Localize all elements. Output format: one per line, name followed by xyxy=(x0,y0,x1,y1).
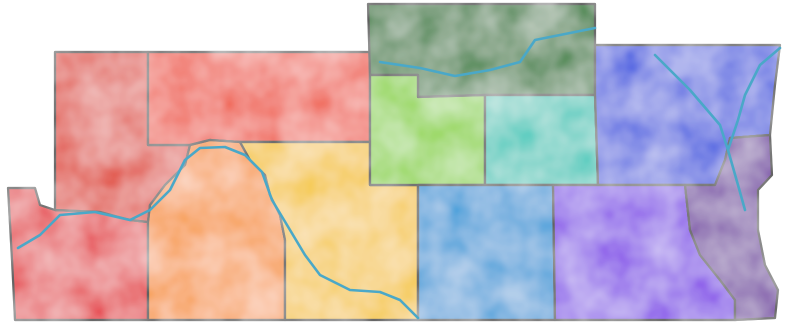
river-north xyxy=(378,26,597,78)
river-east-main xyxy=(653,53,747,212)
river-east-branch xyxy=(726,46,782,152)
region-r8 xyxy=(483,93,600,187)
rivers xyxy=(16,26,782,320)
region-r9 xyxy=(416,183,557,322)
river-west xyxy=(16,145,420,320)
region-r3 xyxy=(146,50,372,147)
